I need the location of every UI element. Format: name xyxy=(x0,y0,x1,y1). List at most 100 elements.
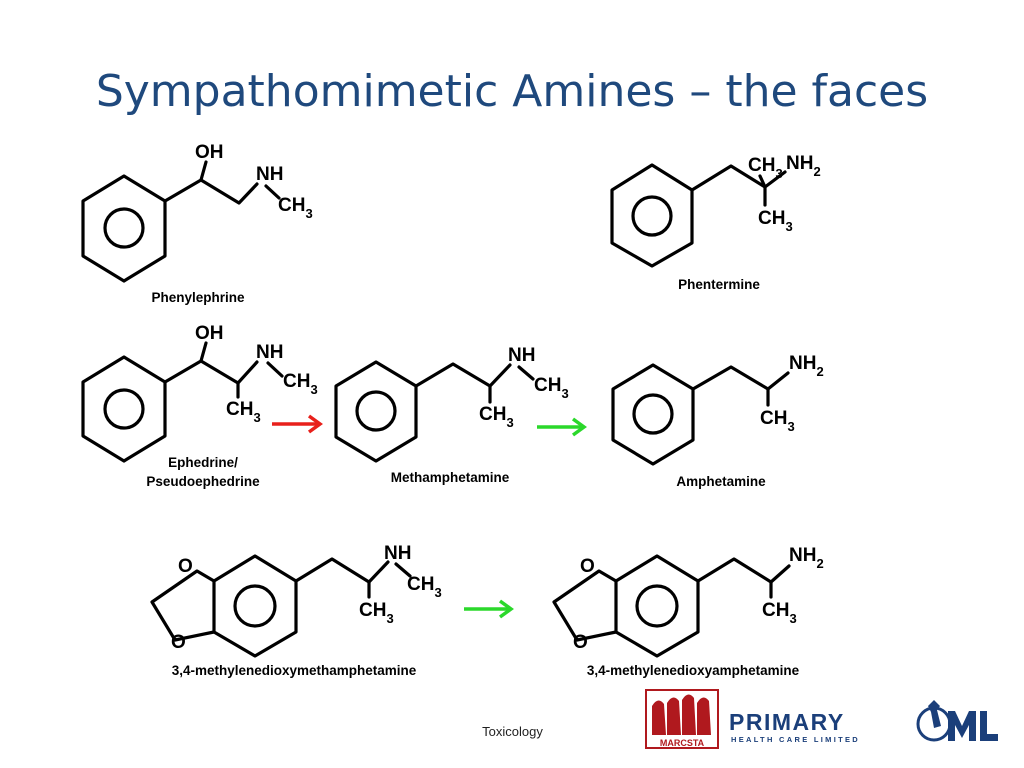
aromatic-circle xyxy=(632,393,674,435)
slide-title: Sympathomimetic Amines – the faces xyxy=(95,66,929,117)
methyl-ch: CH xyxy=(762,600,789,621)
subscript-3: 3 xyxy=(785,219,792,234)
oxygen-label-top: O xyxy=(580,556,595,577)
phentermine-name: Phentermine xyxy=(678,277,760,292)
amine-label: NH xyxy=(508,345,535,366)
benzene-ring xyxy=(212,554,298,658)
aromatic-circle xyxy=(103,207,145,249)
methyl-top-label: CH3 xyxy=(748,155,783,181)
arrow-mdma-to-mda xyxy=(464,599,514,619)
side-chain xyxy=(696,557,791,584)
hydroxyl-label: OH xyxy=(195,323,224,344)
phenylephrine-structure: OH NH CH3 Phenylephrine xyxy=(81,142,313,305)
subscript-3: 3 xyxy=(310,382,317,397)
mdma-structure: O O NH CH3 CH3 3,4-methylenedioxymethamp… xyxy=(150,543,442,678)
oh-bond xyxy=(199,341,208,363)
ephedrine-structure: OH NH CH3 CH3 Ephedrine/ Pseudoephedrine xyxy=(81,323,318,489)
arrow-ephedrine-to-methamphetamine xyxy=(272,414,323,434)
phentermine-structure: CH3 NH2 CH3 Phentermine xyxy=(610,153,821,292)
aromatic-circle xyxy=(635,584,679,628)
side-chain xyxy=(690,164,767,192)
subscript-2: 2 xyxy=(816,556,823,571)
side-chain xyxy=(163,359,259,385)
methyl-ch: CH xyxy=(226,399,253,420)
marcsta-label: MARCSTA xyxy=(660,738,705,748)
benzene-ring xyxy=(610,163,694,268)
methyl-ch: CH xyxy=(748,155,775,176)
oxygen-label-bottom: O xyxy=(171,632,186,653)
amine-nh: NH xyxy=(789,353,816,374)
aromatic-circle xyxy=(103,388,145,430)
aromatic-circle xyxy=(233,584,277,628)
c-methyl-label: CH3 xyxy=(226,399,261,425)
c-methyl-label: CH3 xyxy=(359,600,394,626)
arrow-head xyxy=(571,417,587,437)
methyl-up-bond xyxy=(758,174,767,189)
amine-label: NH xyxy=(256,342,283,363)
subscript-2: 2 xyxy=(813,164,820,179)
dioxole-ring xyxy=(150,569,216,642)
hydroxyl-label: OH xyxy=(195,142,224,163)
side-chain xyxy=(691,365,790,391)
phenylephrine-name: Phenylephrine xyxy=(151,290,245,305)
methyl-ch: CH xyxy=(479,404,506,425)
qml-microscope-icon xyxy=(928,700,941,728)
methyl-ch: CH xyxy=(534,375,561,396)
amine-label: NH2 xyxy=(789,353,824,379)
primary-logo-name: PRIMARY xyxy=(729,709,845,735)
methyl-ch: CH xyxy=(359,600,386,621)
subscript-3: 3 xyxy=(253,410,260,425)
footer-text: Toxicology xyxy=(482,724,543,739)
oxygen-label-top: O xyxy=(178,556,193,577)
amine-label: NH xyxy=(384,543,411,564)
oxygen-label-bottom: O xyxy=(573,632,588,653)
primary-logo-tagline: HEALTH CARE LIMITED xyxy=(731,735,860,744)
marcsta-logo: MARCSTA xyxy=(645,689,719,749)
subscript-3: 3 xyxy=(789,611,796,626)
amine-label: NH2 xyxy=(789,545,824,571)
mda-structure: O O NH2 CH3 3,4-methylenedioxyamphetamin… xyxy=(552,545,824,678)
methamphetamine-name: Methamphetamine xyxy=(391,470,510,485)
amine-label: NH2 xyxy=(786,153,821,179)
subscript-3: 3 xyxy=(434,585,441,600)
methyl-ch: CH xyxy=(760,408,787,429)
n-methyl-label: CH3 xyxy=(283,371,318,397)
ephedrine-name-line2: Pseudoephedrine xyxy=(146,474,260,489)
methamphetamine-structure: NH CH3 CH3 Methamphetamine xyxy=(334,345,569,485)
subscript-3: 3 xyxy=(506,415,513,430)
side-chain xyxy=(163,178,259,205)
oh-bond xyxy=(199,160,208,182)
marcsta-figures-icon xyxy=(652,694,711,735)
aromatic-circle xyxy=(355,390,397,432)
benzene-ring xyxy=(81,355,167,463)
methyl-ch: CH xyxy=(758,208,785,229)
methyl-ch: CH xyxy=(407,574,434,595)
side-chain xyxy=(414,362,512,388)
methyl-bottom-label: CH3 xyxy=(758,208,793,234)
c-methyl-label: CH3 xyxy=(762,600,797,626)
amphetamine-name: Amphetamine xyxy=(676,474,766,489)
side-chain xyxy=(294,557,390,584)
ephedrine-name-line1: Ephedrine/ xyxy=(168,455,238,470)
qml-letters-icon xyxy=(948,711,998,741)
subscript-2: 2 xyxy=(816,364,823,379)
benzene-ring xyxy=(81,174,167,283)
n-methyl-label: CH3 xyxy=(407,574,442,600)
subscript-3: 3 xyxy=(386,611,393,626)
benzene-ring xyxy=(614,554,700,658)
mdma-name: 3,4-methylenedioxymethamphetamine xyxy=(172,663,417,678)
subscript-3: 3 xyxy=(787,419,794,434)
methyl-ch: CH xyxy=(283,371,310,392)
amphetamine-structure: NH2 CH3 Amphetamine xyxy=(611,353,824,489)
c-methyl-label: CH3 xyxy=(760,408,795,434)
amine-label: NH xyxy=(256,164,283,185)
amine-nh: NH xyxy=(789,545,816,566)
arrow-head xyxy=(307,414,323,434)
arrow-head xyxy=(498,599,514,619)
amine-bond xyxy=(763,170,787,189)
arrow-methamphetamine-to-amphetamine xyxy=(537,417,587,437)
n-methyl-bond xyxy=(266,361,284,378)
n-methyl-bond xyxy=(264,184,281,200)
c-methyl-label: CH3 xyxy=(479,404,514,430)
